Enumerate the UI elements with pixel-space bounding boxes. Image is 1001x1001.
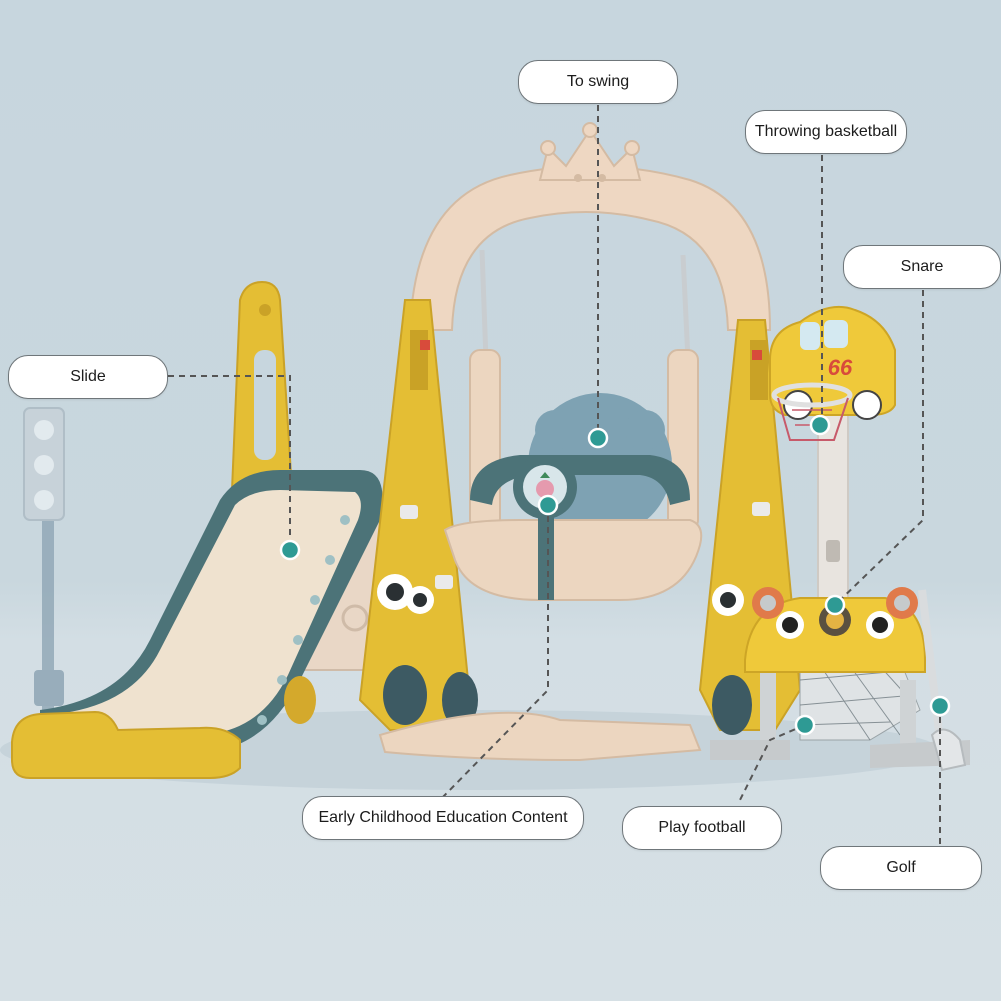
hotspot-golf [929, 695, 951, 717]
label-throwing-basketball: Throwing basketball [745, 110, 907, 154]
label-play-football: Play football [622, 806, 782, 850]
label-snare: Snare [843, 245, 1001, 289]
hotspot-football [794, 714, 816, 736]
hotspot-slide [279, 539, 301, 561]
swing-seat [443, 349, 703, 601]
label-golf: Golf [820, 846, 982, 890]
hotspot-markers [279, 414, 951, 736]
hotspot-swing [587, 427, 609, 449]
strawberry-icon [536, 480, 554, 498]
traffic-light-icon [23, 407, 65, 710]
car-number: 66 [828, 355, 853, 380]
hotspot-education [537, 494, 559, 516]
hotspot-basketball [809, 414, 831, 436]
swing-chains [479, 249, 691, 361]
base-rail [378, 711, 702, 762]
football-goal [710, 587, 970, 768]
label-early-childhood-education: Early Childhood Education Content [302, 796, 584, 840]
label-to-swing: To swing [518, 60, 678, 104]
left-swing-frame [358, 299, 478, 731]
leader-lines [168, 105, 941, 845]
hotspot-snare [824, 594, 846, 616]
swing-arch [408, 122, 772, 331]
label-slide: Slide [8, 355, 168, 399]
